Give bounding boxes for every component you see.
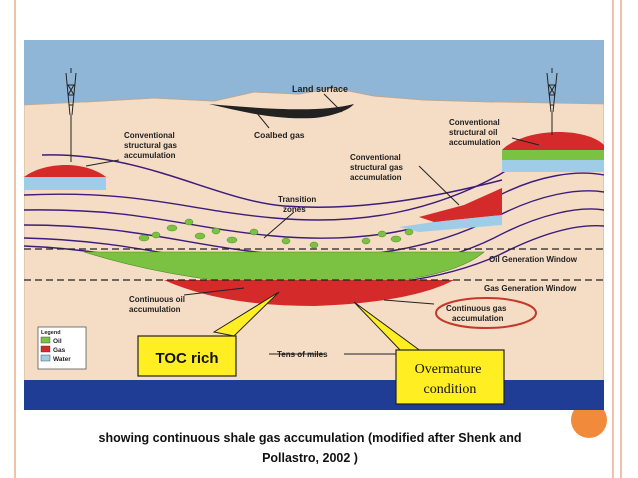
label-gas-window: Gas Generation Window bbox=[484, 284, 577, 293]
legend-label-water: Water bbox=[53, 356, 71, 363]
right-water bbox=[502, 160, 604, 172]
right-structural-oil bbox=[502, 150, 604, 160]
overmature-label: Overmature condition bbox=[415, 360, 486, 397]
left-decor-line bbox=[14, 0, 16, 478]
legend-title: Legend bbox=[41, 330, 61, 336]
toc-rich-label: TOC rich bbox=[155, 350, 218, 367]
center-water bbox=[399, 215, 502, 232]
label-continuous-gas: Continuous gas accumulation bbox=[446, 304, 509, 323]
toc-rich-box bbox=[137, 335, 237, 377]
legend: Legend Oil Gas Water bbox=[37, 326, 87, 370]
land-surface-line bbox=[83, 87, 495, 103]
toc-rich-callout-arrow bbox=[212, 291, 280, 337]
legend-label-gas: Gas bbox=[53, 347, 66, 354]
right-structural-gas bbox=[502, 132, 604, 150]
transition-zone-blobs bbox=[138, 218, 414, 249]
overmature-box bbox=[395, 349, 505, 405]
label-transition-zones: Transition zones bbox=[278, 195, 318, 214]
right-decor-line-2 bbox=[620, 0, 622, 478]
label-oil-window: Oil Generation Window bbox=[489, 255, 578, 264]
figure-caption: showing continuous shale gas accumulatio… bbox=[30, 428, 590, 468]
center-structural-gas bbox=[419, 188, 502, 222]
label-land-surface: Land surface bbox=[292, 84, 348, 94]
right-decor-line bbox=[612, 0, 614, 478]
legend-swatch-water bbox=[40, 354, 51, 362]
left-structural-gas bbox=[24, 164, 106, 177]
legend-swatch-gas bbox=[40, 345, 51, 353]
label-tens-of-miles: Tens of miles bbox=[277, 350, 328, 359]
legend-label-oil: Oil bbox=[53, 338, 62, 345]
label-conv-oil-right: Conventional structural oil accumulation bbox=[449, 118, 502, 147]
caption-line-2: Pollastro, 2002 ) bbox=[262, 451, 358, 465]
caption-line-1: showing continuous shale gas accumulatio… bbox=[98, 431, 522, 445]
label-conv-gas-left: Conventional structural gas accumulation bbox=[124, 131, 179, 160]
label-conv-gas-center: Conventional structural gas accumulation bbox=[350, 153, 405, 182]
label-continuous-oil: Continuous oil accumulation bbox=[129, 295, 187, 314]
coalbed-gas-seam bbox=[209, 104, 354, 119]
continuous-gas-lens bbox=[164, 280, 454, 306]
legend-swatch-oil bbox=[40, 336, 51, 344]
label-coalbed-gas: Coalbed gas bbox=[254, 130, 305, 140]
basin-top-stratum bbox=[41, 154, 503, 208]
basement bbox=[24, 380, 604, 410]
shale-gas-cross-section-diagram: Land surface Coalbed gas Conventional st… bbox=[24, 40, 604, 410]
continuous-gas-highlight bbox=[435, 297, 537, 329]
left-water bbox=[24, 177, 106, 190]
derrick-right-icon bbox=[546, 68, 558, 135]
stratum-2 bbox=[24, 172, 604, 239]
derrick-left-icon bbox=[65, 68, 77, 162]
